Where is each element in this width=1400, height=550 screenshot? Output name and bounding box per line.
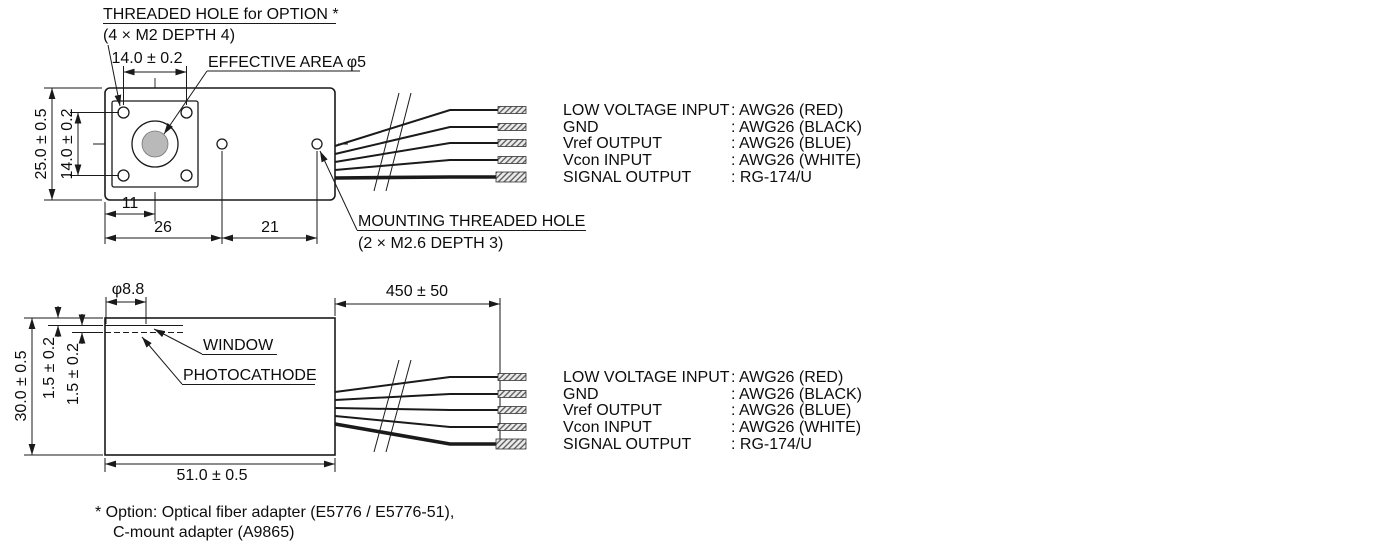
wire-line bbox=[334, 159, 498, 171]
callout-photocathode: PHOTOCATHODE bbox=[183, 367, 317, 384]
footnote: * Option: Optical fiber adapter (E5776 /… bbox=[95, 504, 454, 541]
leader-line bbox=[107, 44, 122, 107]
wire-terminal bbox=[497, 373, 527, 381]
wire-spec: : AWG26 (RED) bbox=[731, 369, 843, 386]
wire-label: SIGNAL OUTPUT bbox=[563, 436, 692, 453]
wire-spec: : AWG26 (BLACK) bbox=[731, 119, 862, 136]
dim-window-diameter: φ8.8 bbox=[112, 281, 145, 298]
wire-terminal bbox=[497, 406, 527, 414]
top-view: THREADED HOLE for OPTION * (4 × M2 DEPTH… bbox=[33, 6, 862, 252]
wire-terminal bbox=[497, 123, 527, 131]
leader-line bbox=[153, 328, 203, 355]
wire-spec: : AWG26 (WHITE) bbox=[731, 152, 861, 169]
callout-effective-area: EFFECTIVE AREA φ5 bbox=[208, 54, 366, 71]
wire-spec: : AWG26 (BLUE) bbox=[731, 402, 851, 419]
side-view: φ8.8 450 ± 50 30.0 ± 0.5 1.5 ± 0.2 1.5 ±… bbox=[13, 281, 862, 484]
wire-label: LOW VOLTAGE INPUT bbox=[563, 102, 730, 119]
wire-spec: : AWG26 (WHITE) bbox=[731, 419, 861, 436]
coax-terminal bbox=[495, 438, 527, 450]
wire-label: Vcon INPUT bbox=[563, 419, 652, 436]
threaded-hole-bottom-left bbox=[117, 169, 130, 182]
mounting-hole-1 bbox=[216, 138, 228, 150]
wire-line bbox=[334, 415, 498, 428]
wire-line bbox=[334, 126, 498, 155]
footnote-line-2: C-mount adapter (A9865) bbox=[113, 524, 294, 541]
wire-terminal bbox=[497, 156, 527, 164]
break-slash bbox=[385, 92, 412, 192]
threaded-hole-top-right bbox=[180, 106, 193, 119]
wire-label: GND bbox=[563, 119, 599, 136]
wire-line bbox=[334, 407, 498, 411]
wire-terminal bbox=[497, 390, 527, 398]
dim-body-height-top-view: 25.0 ± 0.5 bbox=[33, 108, 50, 179]
dim-cable-length: 450 ± 50 bbox=[386, 283, 448, 300]
wire-label: GND bbox=[563, 386, 599, 403]
threaded-hole-bottom-right bbox=[180, 169, 193, 182]
dim-hole-spacing-horizontal: 14.0 ± 0.2 bbox=[111, 50, 182, 67]
coax-terminal bbox=[495, 171, 527, 183]
wire-terminal bbox=[497, 106, 527, 114]
break-slash bbox=[373, 92, 400, 192]
leader-line bbox=[319, 150, 358, 231]
dim-hole-spacing-vertical: 14.0 ± 0.2 bbox=[59, 108, 76, 179]
wire-terminal bbox=[497, 139, 527, 147]
dim-offset-21: 21 bbox=[261, 219, 279, 236]
break-slash bbox=[373, 359, 400, 453]
coax-line bbox=[334, 422, 496, 446]
callout-mounting-hole: MOUNTING THREADED HOLE bbox=[358, 213, 585, 230]
wire-label: SIGNAL OUTPUT bbox=[563, 169, 692, 186]
wire-terminal bbox=[497, 423, 527, 431]
coax-line bbox=[334, 175, 496, 180]
threaded-hole-top-left bbox=[117, 106, 130, 119]
footnote-line-1: * Option: Optical fiber adapter (E5776 /… bbox=[95, 504, 454, 521]
dim-offset-26: 26 bbox=[154, 219, 172, 236]
mounting-hole-2 bbox=[311, 138, 323, 150]
dim-photocathode-depth: 1.5 ± 0.2 bbox=[65, 343, 82, 405]
module-body-side bbox=[104, 317, 336, 456]
wire-spec: : RG-174/U bbox=[731, 169, 812, 186]
wire-line bbox=[334, 376, 498, 393]
wire-spec: : AWG26 (BLUE) bbox=[731, 135, 851, 152]
callout-window: WINDOW bbox=[203, 337, 274, 354]
callout-threaded-hole: THREADED HOLE for OPTION * bbox=[103, 6, 339, 23]
wire-line bbox=[334, 393, 498, 401]
wire-line bbox=[334, 109, 498, 147]
leader-line bbox=[163, 70, 208, 135]
break-slash bbox=[385, 359, 412, 453]
wire-label: Vcon INPUT bbox=[563, 152, 652, 169]
wire-line bbox=[334, 142, 498, 163]
wire-spec: : AWG26 (RED) bbox=[731, 102, 843, 119]
cable-bundle-side-view bbox=[334, 359, 527, 453]
leader-line bbox=[141, 336, 183, 385]
wire-label: Vref OUTPUT bbox=[563, 402, 662, 419]
dim-body-width: 51.0 ± 0.5 bbox=[176, 467, 247, 484]
wire-label: LOW VOLTAGE INPUT bbox=[563, 369, 730, 386]
callout-mounting-hole-detail: (2 × M2.6 DEPTH 3) bbox=[358, 235, 503, 252]
wire-label-list-side: LOW VOLTAGE INPUT : AWG26 (RED) GND : AW… bbox=[563, 369, 862, 453]
wire-spec: : RG-174/U bbox=[731, 436, 812, 453]
dim-offset-11: 11 bbox=[122, 195, 139, 212]
effective-area bbox=[141, 130, 169, 158]
dim-window-thickness: 1.5 ± 0.2 bbox=[41, 337, 58, 399]
dim-body-height-side-view: 30.0 ± 0.5 bbox=[13, 350, 30, 421]
cable-bundle-top-view bbox=[334, 92, 527, 192]
wire-spec: : AWG26 (BLACK) bbox=[731, 386, 862, 403]
wire-label-list-top: LOW VOLTAGE INPUT : AWG26 (RED) GND : AW… bbox=[563, 102, 862, 186]
wire-label: Vref OUTPUT bbox=[563, 135, 662, 152]
callout-threaded-hole-detail: (4 × M2 DEPTH 4) bbox=[103, 27, 235, 44]
